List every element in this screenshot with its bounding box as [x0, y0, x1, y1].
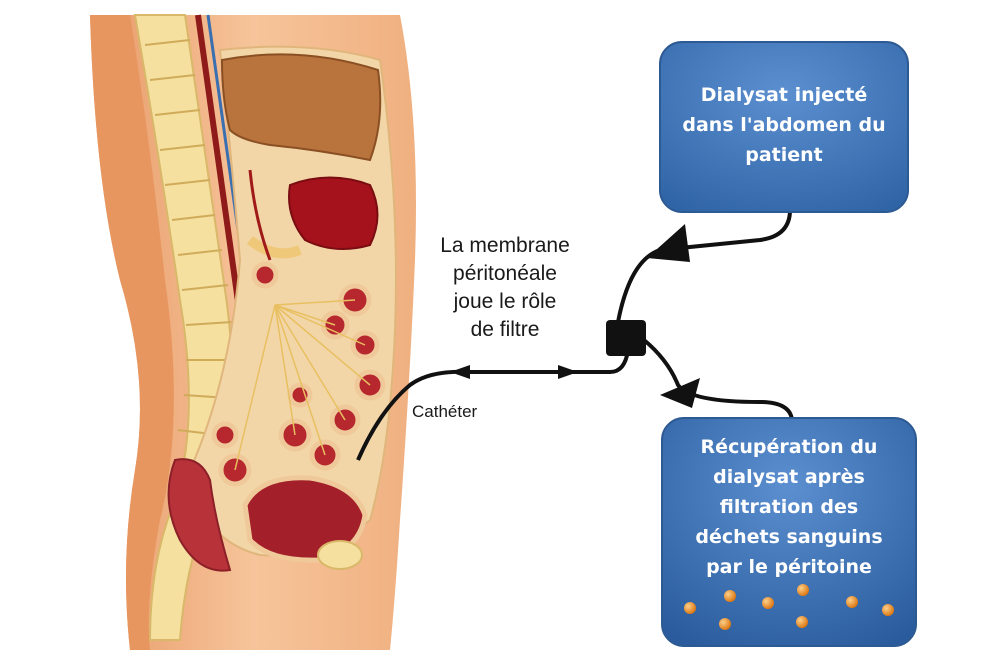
inflow-arrowhead	[647, 224, 690, 262]
particle	[719, 618, 731, 630]
particle	[762, 597, 774, 609]
membrane-line-4: de filtre	[470, 318, 540, 341]
particle	[724, 590, 736, 602]
back-skin	[90, 15, 174, 650]
membrane-label: La membrane péritonéale joue le rôle de …	[415, 232, 595, 344]
particle	[796, 616, 808, 628]
box-recovery-line-2: dialysat après	[713, 466, 865, 488]
box-recovery-line-3: filtration des	[719, 496, 859, 518]
box-injection-text: Dialysat injecté dans l'abdomen du patie…	[660, 80, 908, 170]
catheter-label: Cathéter	[412, 402, 478, 421]
box-recovery-text: Récupération du dialysat après filtratio…	[662, 432, 916, 582]
box-recovery	[661, 417, 917, 647]
particle	[797, 584, 809, 596]
box-recovery-line-5: par le péritoine	[706, 556, 872, 578]
inflow-tube	[616, 209, 792, 323]
membrane-line-2: péritonéale	[453, 262, 557, 285]
membrane-line-3: joue le rôle	[453, 290, 557, 313]
arrowhead-left	[450, 365, 470, 379]
particle	[846, 596, 858, 608]
outflow-tube	[642, 338, 794, 421]
membrane-line-1: La membrane	[440, 234, 570, 257]
box-injection	[659, 41, 909, 213]
outflow-arrowhead	[660, 378, 700, 408]
arrowhead-right	[558, 365, 578, 379]
catheter-tube	[356, 349, 630, 461]
rectum	[167, 458, 232, 572]
bladder	[242, 475, 368, 563]
box-recovery-line-1: Récupération du	[700, 436, 878, 458]
box-injection-line-2: dans l'abdomen du	[682, 114, 886, 136]
mesentery	[234, 299, 371, 471]
box-injection-line-3: patient	[745, 144, 823, 166]
particle	[684, 602, 696, 614]
particle	[882, 604, 894, 616]
waste-particles	[684, 584, 894, 630]
intestine-loops	[211, 261, 386, 487]
box-recovery-line-4: déchets sanguins	[695, 526, 883, 548]
junction-connector	[606, 320, 646, 356]
stomach	[288, 176, 379, 250]
box-injection-line-1: Dialysat injecté	[700, 84, 868, 106]
liver	[220, 53, 382, 162]
pubic-bone	[317, 540, 363, 570]
